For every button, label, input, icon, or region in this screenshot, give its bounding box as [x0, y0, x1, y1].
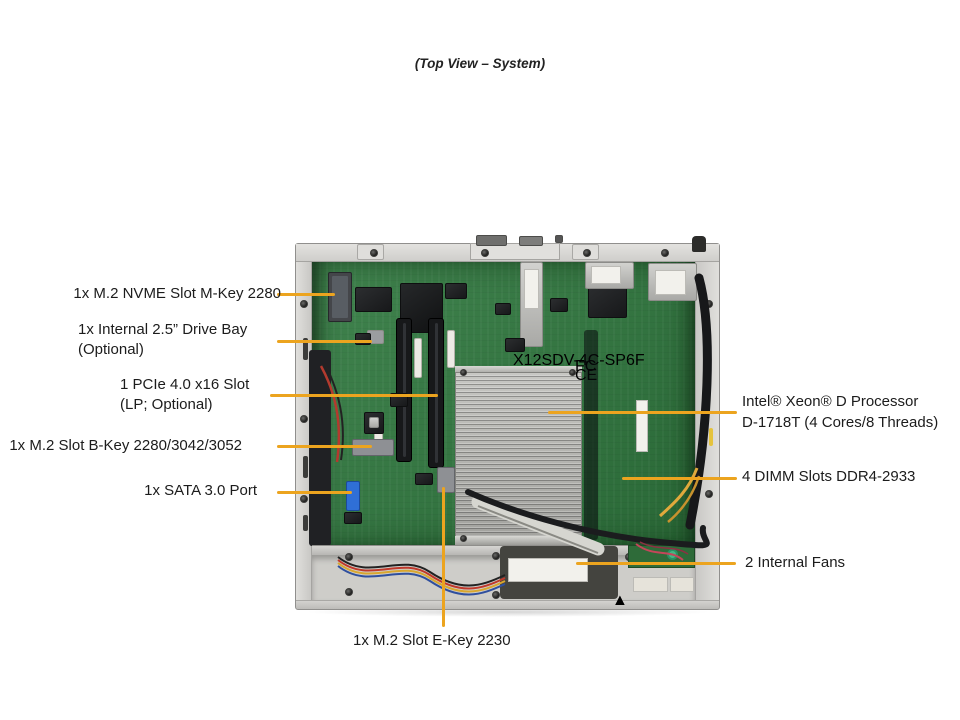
heatsink-screw [569, 369, 576, 376]
callout-line-drive-bay [277, 340, 372, 343]
label-dimm: 4 DIMM Slots DDR4-2933 [742, 468, 916, 485]
ribbon-cable-edge [477, 505, 599, 554]
psu-wire-yellow [658, 467, 699, 518]
callout-line-cpu [548, 411, 737, 414]
label-m2-nvme: 1x M.2 NVME Slot M-Key 2280 [73, 285, 281, 302]
chip [505, 338, 525, 352]
chip [355, 287, 392, 312]
pink-wire-2 [639, 541, 689, 555]
screw [583, 249, 591, 257]
buzzer-top [369, 417, 379, 428]
warning-sticker: ▲ ▲ [612, 592, 678, 609]
label-cpu: Intel® Xeon® D Processor D-1718T (4 Core… [742, 393, 939, 431]
antenna-connector [692, 236, 706, 252]
pcie-slot-secondary [396, 318, 412, 462]
foam-block [633, 577, 668, 592]
screw [661, 249, 669, 257]
pcie-x16-slot [428, 318, 444, 468]
callout-line-dimm [622, 477, 737, 480]
fan-wire-blue [337, 565, 506, 596]
label-m2-bkey: 1x M.2 Slot B-Key 2280/3042/3052 [9, 437, 242, 454]
callout-line-m2-nvme [277, 293, 335, 296]
callout-line-m2-ekey [442, 487, 445, 627]
figure-title: (Top View – System) [414, 56, 546, 71]
heatsink-bracket-top [455, 366, 582, 375]
screw [300, 300, 308, 308]
psu-wire-yellow-2 [667, 475, 701, 523]
chip [415, 473, 433, 485]
warning-triangle-icon: ▲ [612, 592, 628, 609]
screw [345, 588, 353, 596]
screw [345, 553, 353, 561]
screw [705, 490, 713, 498]
label-fans: 2 Internal Fans [745, 554, 846, 571]
cable-overlay [319, 273, 712, 596]
sfp-label [655, 270, 686, 295]
airflow-label [591, 266, 621, 284]
callout-line-m2-bkey [277, 445, 372, 448]
foam-block [670, 577, 694, 592]
sata-port [346, 481, 360, 511]
white-connector [414, 338, 422, 378]
serial-port [519, 236, 543, 246]
sata-bracket [344, 512, 362, 524]
rim-vent-slot [303, 456, 308, 478]
heatsink-screw [460, 369, 467, 376]
callout-line-pcie [270, 394, 438, 397]
heatsink-label [524, 269, 539, 309]
chip [495, 303, 511, 315]
pink-wire [635, 543, 684, 561]
drop-shadow [303, 607, 712, 617]
fan-wire-black [337, 556, 506, 587]
rim-vent-slot [303, 515, 308, 531]
screw [481, 249, 489, 257]
heatsink-bracket-bottom [455, 536, 582, 545]
rear-io-bracket [470, 243, 560, 260]
m2-nvme-slot [328, 272, 352, 322]
screw [492, 591, 500, 599]
label-drive-bay: 1x Internal 2.5” Drive Bay (Optional) [78, 321, 248, 358]
red-wire [319, 365, 341, 463]
fan-wire-yellow [337, 562, 506, 593]
m2-ekey-slot [437, 467, 455, 493]
screw [370, 249, 378, 257]
dimm-shadow [584, 330, 598, 540]
chip [550, 298, 568, 312]
rim-sticker [709, 428, 713, 446]
ribbon-cable [471, 495, 605, 556]
white-connector [447, 330, 455, 368]
rear-connector [555, 235, 563, 243]
sata-cable [465, 489, 710, 549]
board-model-silkscreen: X12SDV-4C-SP6F [513, 352, 645, 369]
fan-wire-red [337, 559, 506, 590]
rim-vent-slot [303, 338, 308, 360]
screw [492, 552, 500, 560]
label-sata: 1x SATA 3.0 Port [144, 482, 257, 499]
drive-bay-cavity [309, 350, 331, 546]
callout-line-sata [277, 491, 352, 494]
callout-line-fans [576, 562, 736, 565]
screw [300, 415, 308, 423]
warning-triangle-icon: ▲ [612, 592, 628, 609]
chassis-front-rim [296, 600, 719, 609]
label-pcie: 1 PCIe 4.0 x16 Slot (LP; Optional) [120, 376, 250, 413]
heatsink-screw [460, 535, 467, 542]
right-cable-bundle [685, 273, 712, 530]
screw [300, 495, 308, 503]
system-top-view-photo: X12SDV-4C-SP6F FC CE ▲ ▲ [295, 235, 720, 617]
chip [445, 283, 467, 299]
label-m2-ekey: 1x M.2 Slot E-Key 2230 [353, 632, 511, 649]
vga-port [476, 235, 507, 246]
fan-barcode-label [508, 558, 588, 582]
